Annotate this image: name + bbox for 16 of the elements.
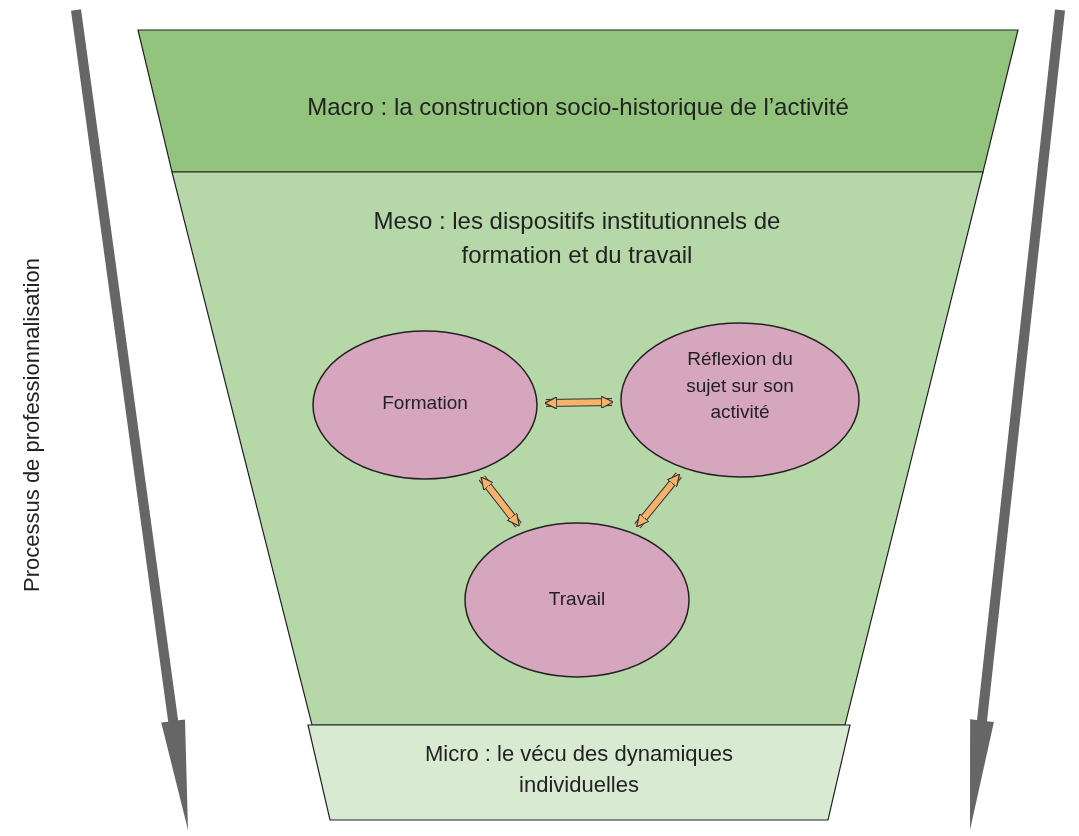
- axis-label: Processus de professionnalisation: [19, 258, 45, 592]
- double-arrow: [544, 395, 614, 410]
- node-label: Réflexion du sujet sur son activité: [685, 347, 795, 425]
- node-label: Macro : la construction socio-historique de l’activité: [306, 92, 850, 122]
- node-label: Micro : le vécu des dynamiques individuelles: [423, 740, 735, 799]
- macro-band: [138, 30, 1018, 172]
- node-label: Formation: [381, 391, 469, 415]
- oval-node: [312, 330, 538, 480]
- meso-band: [172, 172, 983, 725]
- node-label: Meso : les dispositifs institutionnels de formation et du travail: [372, 206, 782, 270]
- oval-node: [620, 322, 860, 478]
- node-label: Travail: [547, 587, 607, 611]
- oval-node: [464, 522, 690, 678]
- double-arrow: [634, 472, 682, 529]
- micro-band: [308, 725, 850, 820]
- double-arrow: [478, 475, 522, 528]
